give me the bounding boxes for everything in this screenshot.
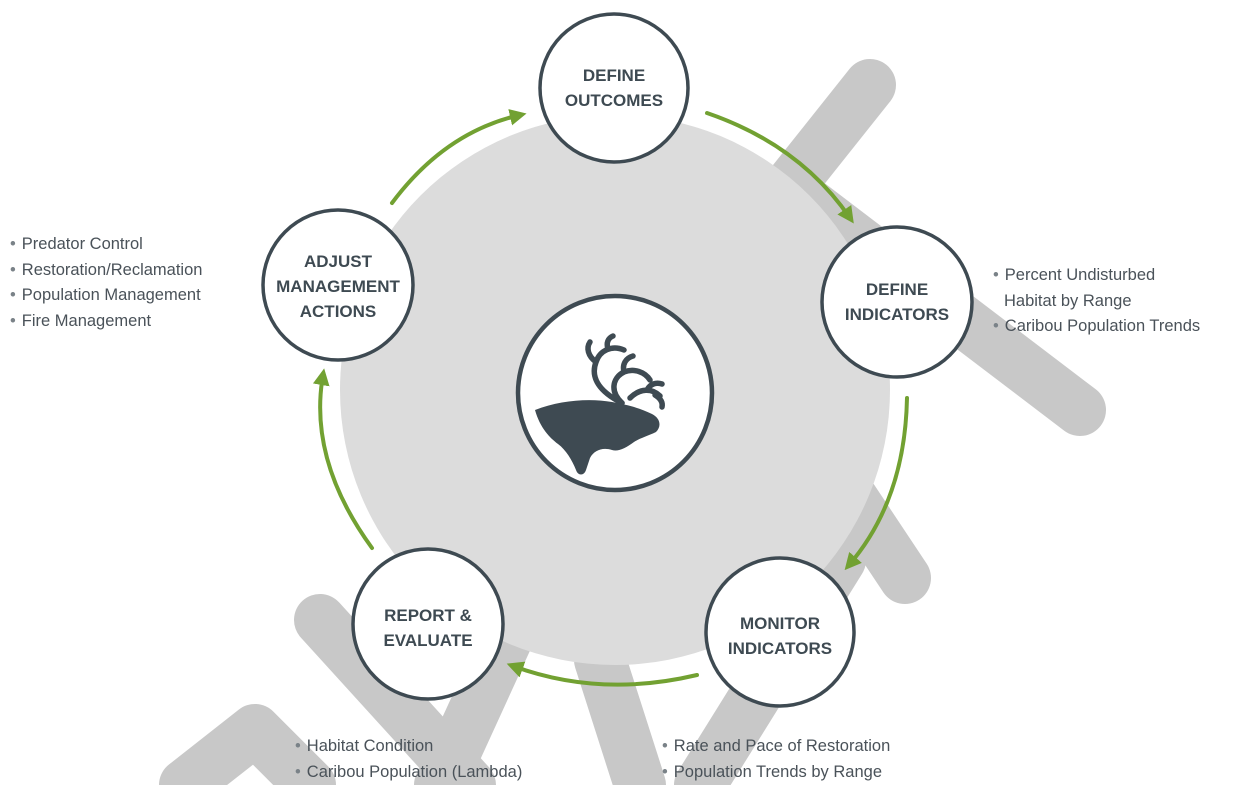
list-item: •Habitat Condition xyxy=(295,737,434,755)
node-define-indicators: DEFINE INDICATORS xyxy=(820,225,974,379)
node-label-line: DEFINE xyxy=(583,66,645,85)
node-label-line: MONITOR xyxy=(740,614,820,633)
adjust-actions-bullets: •Predator Control •Restoration/Reclamati… xyxy=(10,232,202,334)
list-item: •Percent Undisturbed xyxy=(993,266,1156,284)
bullet-text: Predator Control xyxy=(21,235,143,253)
arrow-monitor-to-report xyxy=(506,661,699,687)
list-item: •Predator Control xyxy=(10,235,143,253)
bullet-text: Restoration/Reclamation xyxy=(21,260,203,279)
list-item: •Rate and Pace of Restoration xyxy=(662,737,891,755)
node-label-line: REPORT & xyxy=(384,606,472,625)
list-item: •Restoration/Reclamation xyxy=(10,260,203,279)
bullet-text: Habitat by Range xyxy=(1004,291,1132,310)
bullet-text: Population Management xyxy=(21,286,201,304)
list-item: •Fire Management xyxy=(10,311,152,330)
arrow-adjust-to-outcomes xyxy=(390,109,527,205)
list-item: •Population Trends by Range xyxy=(662,762,883,781)
node-label-line: INDICATORS xyxy=(845,305,949,324)
node-label-line: ADJUST xyxy=(304,252,373,271)
node-monitor-indicators: MONITOR INDICATORS xyxy=(704,556,856,708)
bullet-text: Fire Management xyxy=(21,311,152,330)
monitor-indicators-bullets: •Rate and Pace of Restoration •Populatio… xyxy=(662,734,890,785)
arrow-outcomes-to-indicators xyxy=(705,111,854,224)
bullet-text: Population Trends by Range xyxy=(673,762,883,781)
node-label-line: OUTCOMES xyxy=(565,91,663,110)
node-adjust-management-actions: ADJUST MANAGEMENT ACTIONS xyxy=(261,208,415,362)
list-item: •Caribou Population Trends xyxy=(993,317,1201,335)
arrow-report-to-adjust xyxy=(312,368,374,550)
node-label-line: MANAGEMENT xyxy=(276,277,400,296)
arrow-indicators-to-monitor xyxy=(844,396,909,571)
node-define-outcomes: DEFINE OUTCOMES xyxy=(538,12,690,164)
node-label-line: INDICATORS xyxy=(728,639,832,658)
list-item: •Caribou Population (Lambda) xyxy=(295,762,523,781)
bullet-text: Rate and Pace of Restoration xyxy=(673,737,891,755)
define-indicators-bullets: •Percent Undisturbed Habitat by Range •C… xyxy=(993,263,1200,340)
report-evaluate-bullets: •Habitat Condition •Caribou Population (… xyxy=(295,734,522,785)
bullet-text: Caribou Population Trends xyxy=(1004,317,1201,335)
list-item-continuation: Habitat by Range xyxy=(993,289,1200,315)
bullet-text: Percent Undisturbed xyxy=(1004,266,1156,284)
bullet-text: Habitat Condition xyxy=(306,737,434,755)
center-emblem xyxy=(515,293,715,493)
node-label-line: DEFINE xyxy=(866,280,928,299)
bullet-text: Caribou Population (Lambda) xyxy=(306,762,523,781)
list-item: •Population Management xyxy=(10,286,201,304)
node-label-line: EVALUATE xyxy=(383,631,472,650)
node-label-line: ACTIONS xyxy=(300,302,377,321)
node-report-evaluate: REPORT & EVALUATE xyxy=(351,547,505,701)
caribou-head-icon xyxy=(535,333,665,475)
cycle-arrows xyxy=(312,109,909,687)
